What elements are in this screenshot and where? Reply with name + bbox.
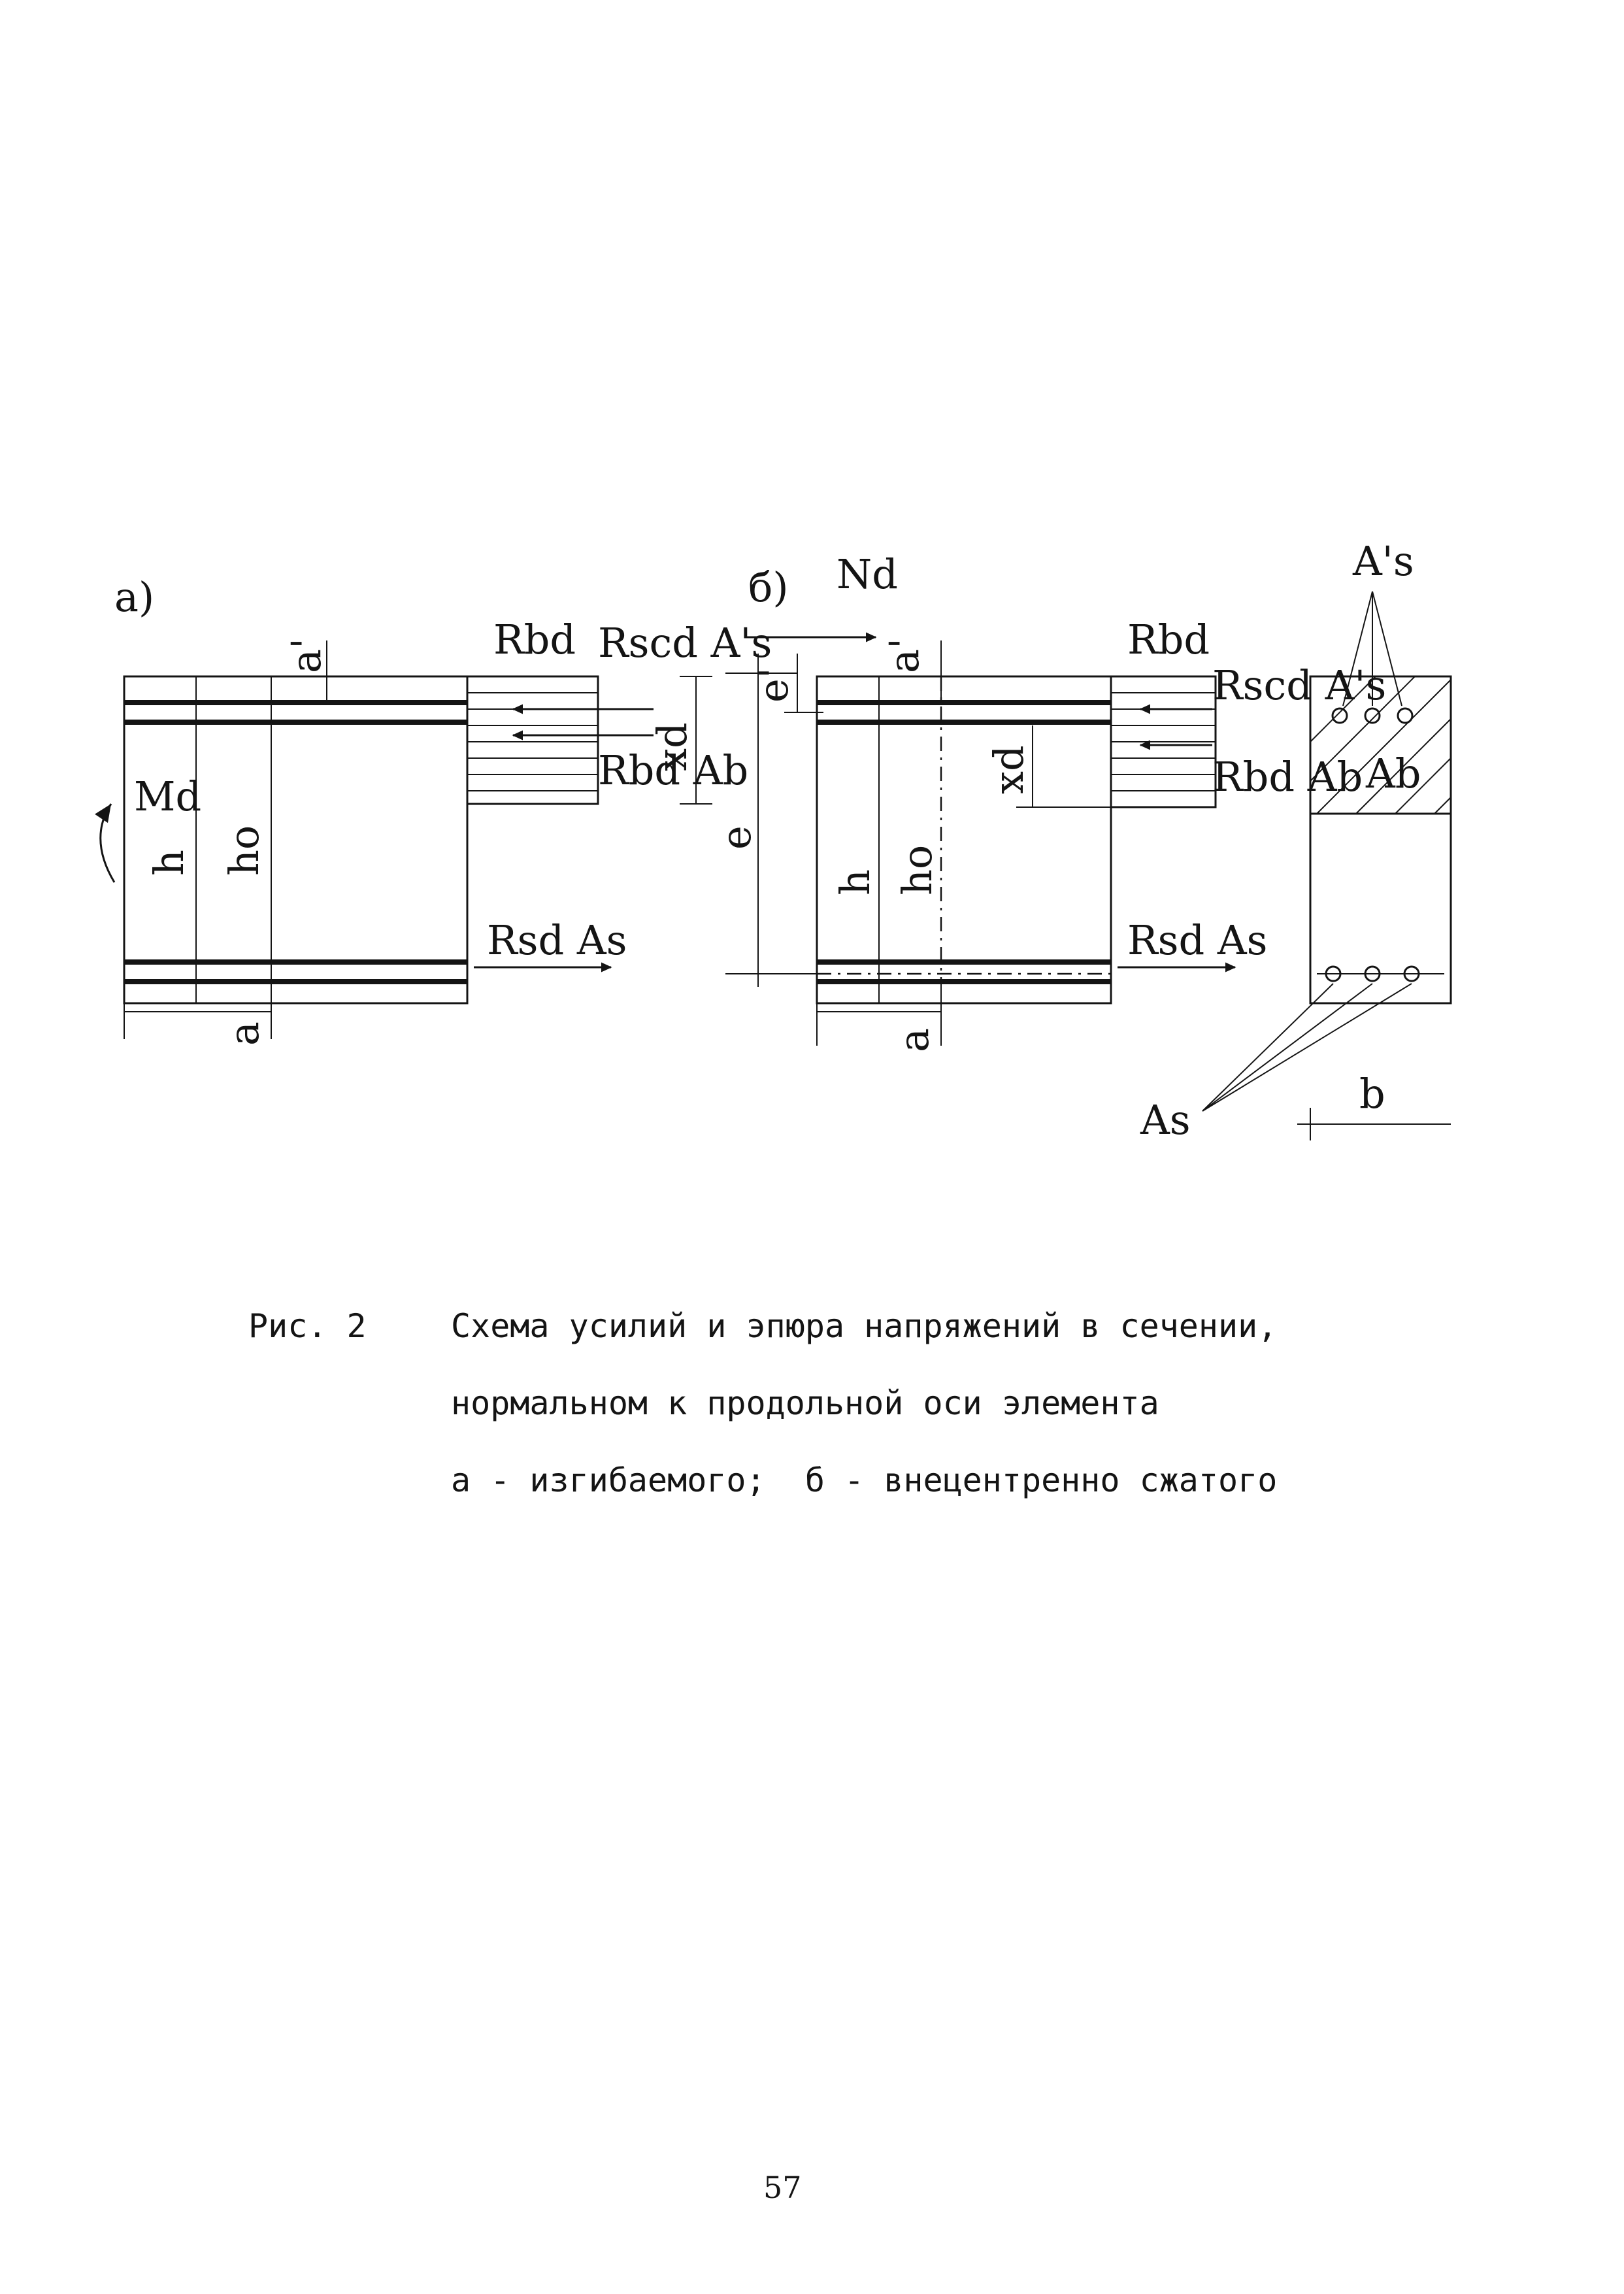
caption-line-1: Схема усилий и эпюра напряжений в сечени… [451, 1307, 1278, 1345]
panel-a-tension-steel-force-label: Rsd As [487, 916, 627, 964]
cross-section-top-leader-1 [1342, 591, 1373, 706]
panel-b-bottom-cover-label: a [890, 1028, 938, 1052]
cross-section-top-bar-3 [1397, 707, 1414, 724]
cross-section-width-label: b [1359, 1070, 1385, 1118]
panel-b-height-label: h [831, 869, 879, 895]
panel-a-concrete-strength-label: Rbd [493, 616, 576, 663]
panel-b-neutral-axis-label: xd [985, 745, 1033, 794]
panel-b: б) Nd e e' h ho a' a xd [712, 550, 1386, 1052]
panel-a-concrete-force-label: Rbd Ab [598, 746, 748, 794]
cross-section-bottom-leader-3 [1202, 983, 1412, 1112]
panel-b-compressed-steel-force-label: Rscd A's [1212, 661, 1386, 709]
cross-section-bottom-reinforcement-label: As [1140, 1096, 1191, 1144]
cross-section-outline [1309, 675, 1452, 1005]
cross-section-bottom-bar-3 [1403, 965, 1420, 982]
cross-section-bottom-leader-1 [1202, 983, 1334, 1112]
panel-b-axial-force-label: Nd [837, 550, 898, 598]
panel-a-compressed-steel-force-label: Rscd A's [598, 619, 772, 667]
panel-b-concrete-force-label: Rbd Ab [1212, 753, 1363, 801]
panel-b-tension-steel-force-label: Rsd As [1127, 916, 1268, 964]
caption-label: Рис. 2 [248, 1307, 367, 1345]
panel-a: а) Md h ho a' a [95, 573, 772, 1046]
panel-a-top-cover-label: a' [282, 638, 330, 673]
panel-a-height-label: h [145, 850, 193, 876]
caption-line-2: нормальном к продольной оси элемента [451, 1384, 1159, 1422]
panel-b-eccentricity-prime-label: e' [750, 667, 797, 703]
caption-line-3: а - изгибаемого; б - внецентренно сжатог… [451, 1461, 1278, 1499]
cross-section: A's Ab As b [1140, 537, 1452, 1144]
cross-section-top-bar-1 [1331, 707, 1348, 724]
panel-a-neutral-axis-label: xd [648, 722, 696, 771]
cross-section-top-leader-3 [1372, 591, 1402, 706]
cross-section-compressed-zone-label: Ab [1365, 750, 1421, 797]
cross-section-top-reinforcement-label: A's [1352, 537, 1414, 585]
panel-a-stress-hatch [467, 692, 598, 791]
cross-section-bottom-bar-1 [1325, 965, 1342, 982]
panel-b-eccentricity-label: e [712, 825, 760, 850]
panel-a-stress-block [466, 675, 599, 805]
panel-a-moment-arrow [95, 803, 116, 883]
page-number: 57 [763, 2170, 802, 2205]
panel-b-top-cover-label: a' [880, 638, 928, 673]
panel-b-concrete-strength-label: Rbd [1127, 616, 1210, 663]
cross-section-top-bar-2 [1364, 707, 1381, 724]
panel-b-label: б) [748, 563, 789, 611]
panel-b-beam [816, 675, 1112, 1005]
panel-a-effective-depth-label: ho [220, 825, 268, 876]
panel-a-label: а) [114, 573, 154, 621]
panel-a-beam [123, 675, 469, 1005]
panel-a-bottom-cover-label: a [220, 1022, 268, 1046]
panel-b-stress-hatch [1111, 692, 1216, 791]
panel-b-effective-depth-label: ho [893, 845, 941, 895]
cross-section-bottom-leader-2 [1202, 983, 1373, 1112]
cross-section-bottom-bar-2 [1364, 965, 1381, 982]
panel-a-moment-label: Md [134, 773, 201, 820]
